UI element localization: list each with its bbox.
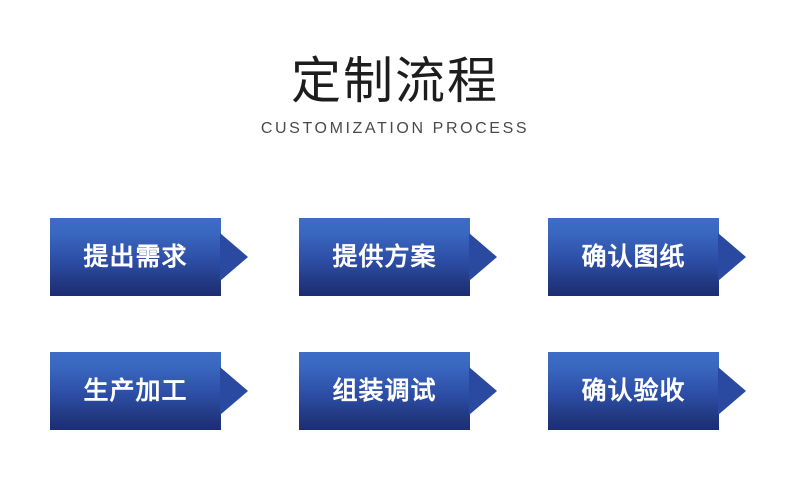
- process-step-1-body[interactable]: 提出需求: [50, 218, 221, 296]
- process-step-2-body[interactable]: 提供方案: [299, 218, 470, 296]
- process-flow: 提出需求 提供方案 确认图纸 生产加工: [50, 218, 750, 430]
- page-header: 定制流程 CUSTOMIZATION PROCESS: [0, 52, 790, 139]
- process-step-6-body[interactable]: 确认验收: [548, 352, 719, 430]
- arrow-right-icon: [718, 367, 746, 415]
- arrow-right-icon: [469, 233, 497, 281]
- process-step-1[interactable]: 提出需求: [50, 218, 248, 296]
- page-title: 定制流程: [291, 52, 499, 110]
- process-step-4[interactable]: 生产加工: [50, 352, 248, 430]
- process-step-4-body[interactable]: 生产加工: [50, 352, 221, 430]
- process-step-5[interactable]: 组装调试: [299, 352, 497, 430]
- arrow-right-icon: [220, 233, 248, 281]
- process-flow-row-2: 生产加工 组装调试 确认验收: [50, 352, 750, 430]
- process-step-3-body[interactable]: 确认图纸: [548, 218, 719, 296]
- arrow-right-icon: [718, 233, 746, 281]
- process-step-4-label: 生产加工: [83, 376, 188, 405]
- process-step-3[interactable]: 确认图纸: [548, 218, 746, 296]
- process-step-2-label: 提供方案: [332, 242, 437, 271]
- process-step-5-label: 组装调试: [332, 376, 437, 405]
- process-step-1-label: 提出需求: [83, 242, 188, 271]
- process-step-5-body[interactable]: 组装调试: [299, 352, 470, 430]
- arrow-right-icon: [469, 367, 497, 415]
- process-step-3-label: 确认图纸: [581, 242, 686, 271]
- process-step-6[interactable]: 确认验收: [548, 352, 746, 430]
- page-subtitle: CUSTOMIZATION PROCESS: [260, 120, 530, 137]
- process-step-2[interactable]: 提供方案: [299, 218, 497, 296]
- process-flow-row-1: 提出需求 提供方案 确认图纸: [50, 218, 750, 296]
- arrow-right-icon: [220, 367, 248, 415]
- process-step-6-label: 确认验收: [581, 376, 686, 405]
